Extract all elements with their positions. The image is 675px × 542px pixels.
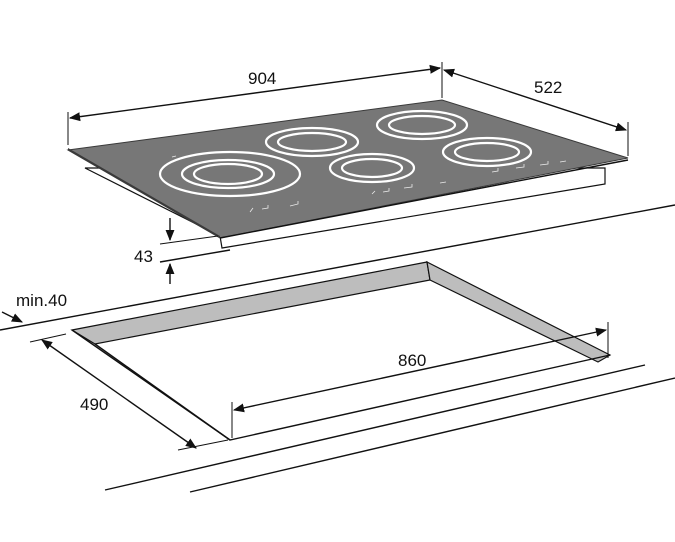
cooking-zone-large xyxy=(158,150,302,198)
cutout-depth-dimension-line xyxy=(41,339,197,449)
countertop-front-edge-upper xyxy=(104,364,646,491)
cutout xyxy=(70,260,612,441)
clearance-arrow xyxy=(1,311,24,323)
cutout-width-dimension-line xyxy=(232,327,608,413)
cooking-zone-back-left xyxy=(264,126,360,158)
cutout-depth-label: 490 xyxy=(80,395,108,414)
countertop-back-edge xyxy=(0,204,675,331)
hob-front-edge xyxy=(219,159,629,239)
hob xyxy=(66,99,629,249)
dimension-cutout-depth: 490 xyxy=(29,333,229,451)
depth-dimension-line xyxy=(442,68,628,132)
thickness-lower-extension xyxy=(159,249,231,263)
cutout-back-wall xyxy=(70,261,431,345)
width-dimension-line xyxy=(68,64,442,122)
dimension-width: 904 xyxy=(67,62,443,145)
cutout-right-wall xyxy=(426,260,612,363)
width-label: 904 xyxy=(248,69,276,88)
dimension-thickness: 43 xyxy=(134,218,219,284)
thickness-label: 43 xyxy=(134,247,153,266)
cutout-width-label: 860 xyxy=(398,351,426,370)
dimension-cutout-width: 860 xyxy=(231,322,609,438)
dimension-clearance: min.40 xyxy=(1,291,67,323)
control-markings xyxy=(171,155,567,213)
cooking-zone-front-center xyxy=(328,152,416,184)
clearance-label: min.40 xyxy=(16,291,67,310)
dimension-depth: 522 xyxy=(442,68,629,156)
depth-label: 522 xyxy=(534,78,562,97)
hob-glass-edge xyxy=(68,148,220,238)
cooking-zone-front-right xyxy=(441,136,533,168)
